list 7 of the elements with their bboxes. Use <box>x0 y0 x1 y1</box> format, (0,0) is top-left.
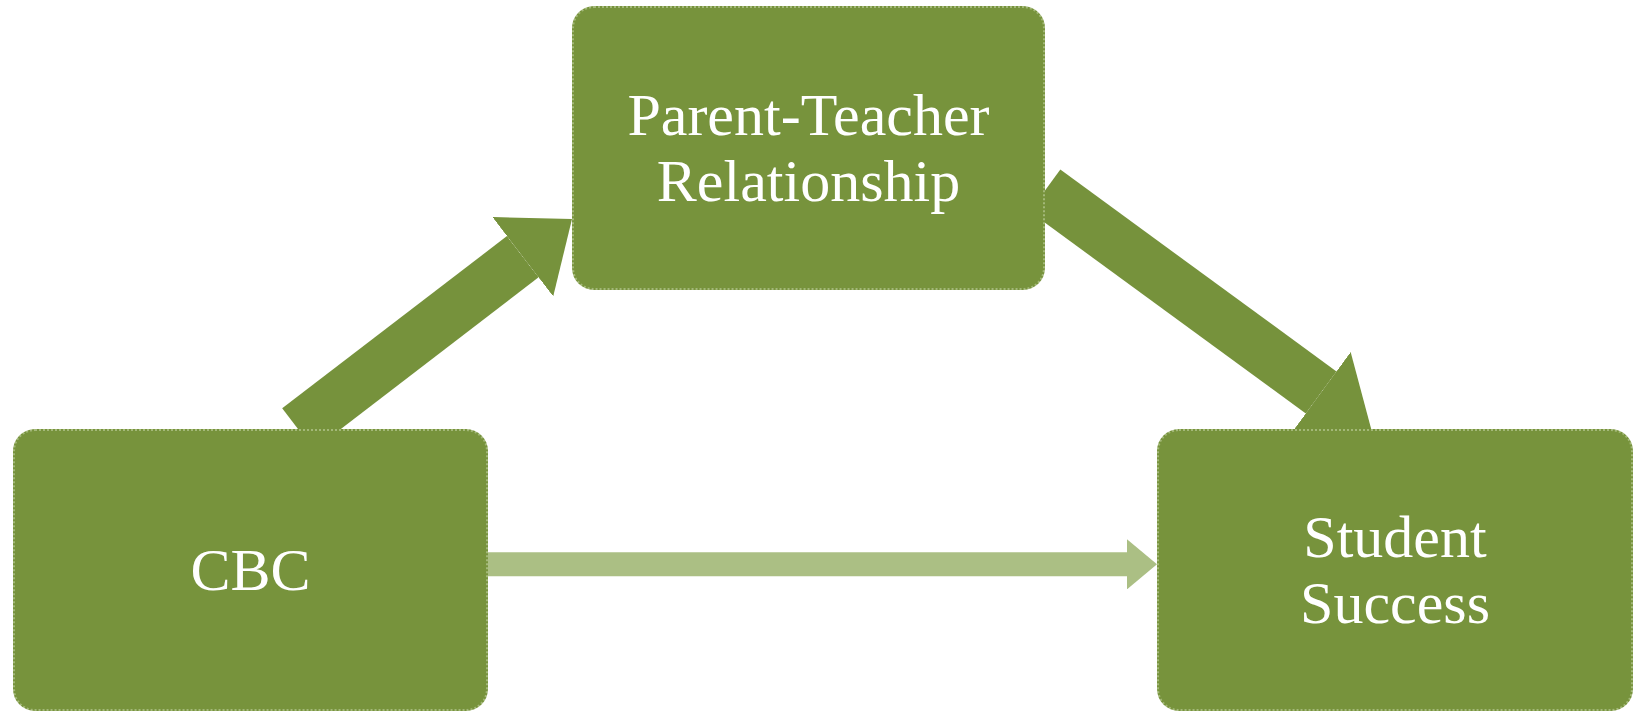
box-label: Student Success <box>1299 504 1491 636</box>
process-box <box>572 6 1045 290</box>
process-box <box>13 429 488 711</box>
process-box <box>1157 429 1633 711</box>
block-arrow <box>488 539 1157 590</box>
box-label: Parent-Teacher Relationship <box>626 82 991 214</box>
box-label: CBC <box>190 537 311 603</box>
